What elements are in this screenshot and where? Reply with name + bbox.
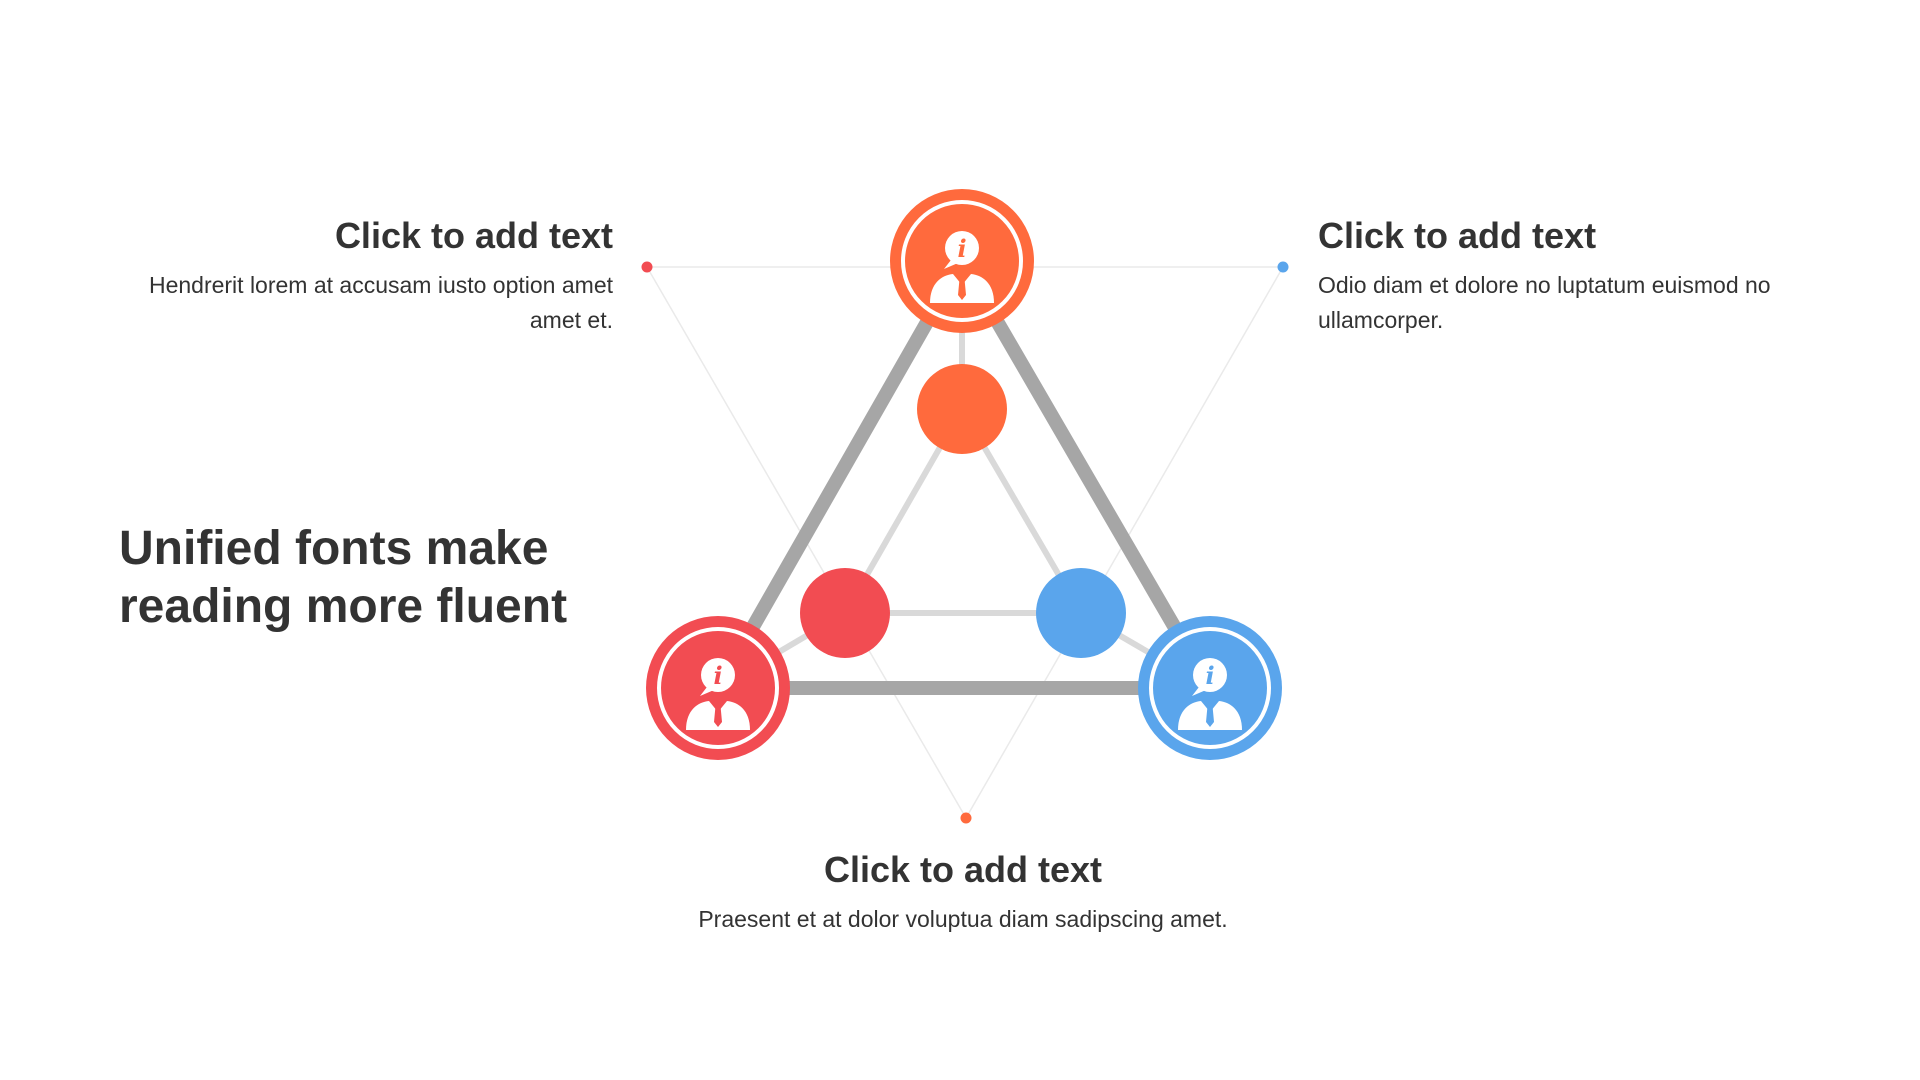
dot-top-left-red [641,261,653,273]
node-top [890,189,1034,333]
outer-triangle [711,254,1217,695]
outer-line-right [955,254,1217,695]
page-headline[interactable]: Unified fonts make reading more fluent [119,522,568,633]
node-left [646,616,790,760]
block-title[interactable]: Click to add text [334,215,613,256]
text-block-top-left: Click to add text Hendrerit lorem at acc… [110,214,613,338]
block-title[interactable]: Click to add text [823,849,1103,890]
node-right [1138,616,1282,760]
inner-circle-red [800,568,890,658]
text-block-top-right: Click to add text Odio diam et dolore no… [1318,214,1838,338]
block-title[interactable]: Click to add text [1318,215,1597,256]
text-block-bottom: Click to add text Praesent et at dolor v… [610,848,1316,937]
inner-circle-orange [917,364,1007,454]
block-text[interactable]: Praesent et at dolor voluptua diam sadip… [698,906,1228,932]
outer-line-left [711,254,969,695]
dot-top-right-blue [1277,261,1289,273]
block-text[interactable]: Hendrerit lorem at accusam iusto option … [148,272,613,333]
dot-bottom-orange [960,812,972,824]
inner-circle-blue [1036,568,1126,658]
block-text[interactable]: Odio diam et dolore no luptatum euismod … [1318,272,1771,333]
